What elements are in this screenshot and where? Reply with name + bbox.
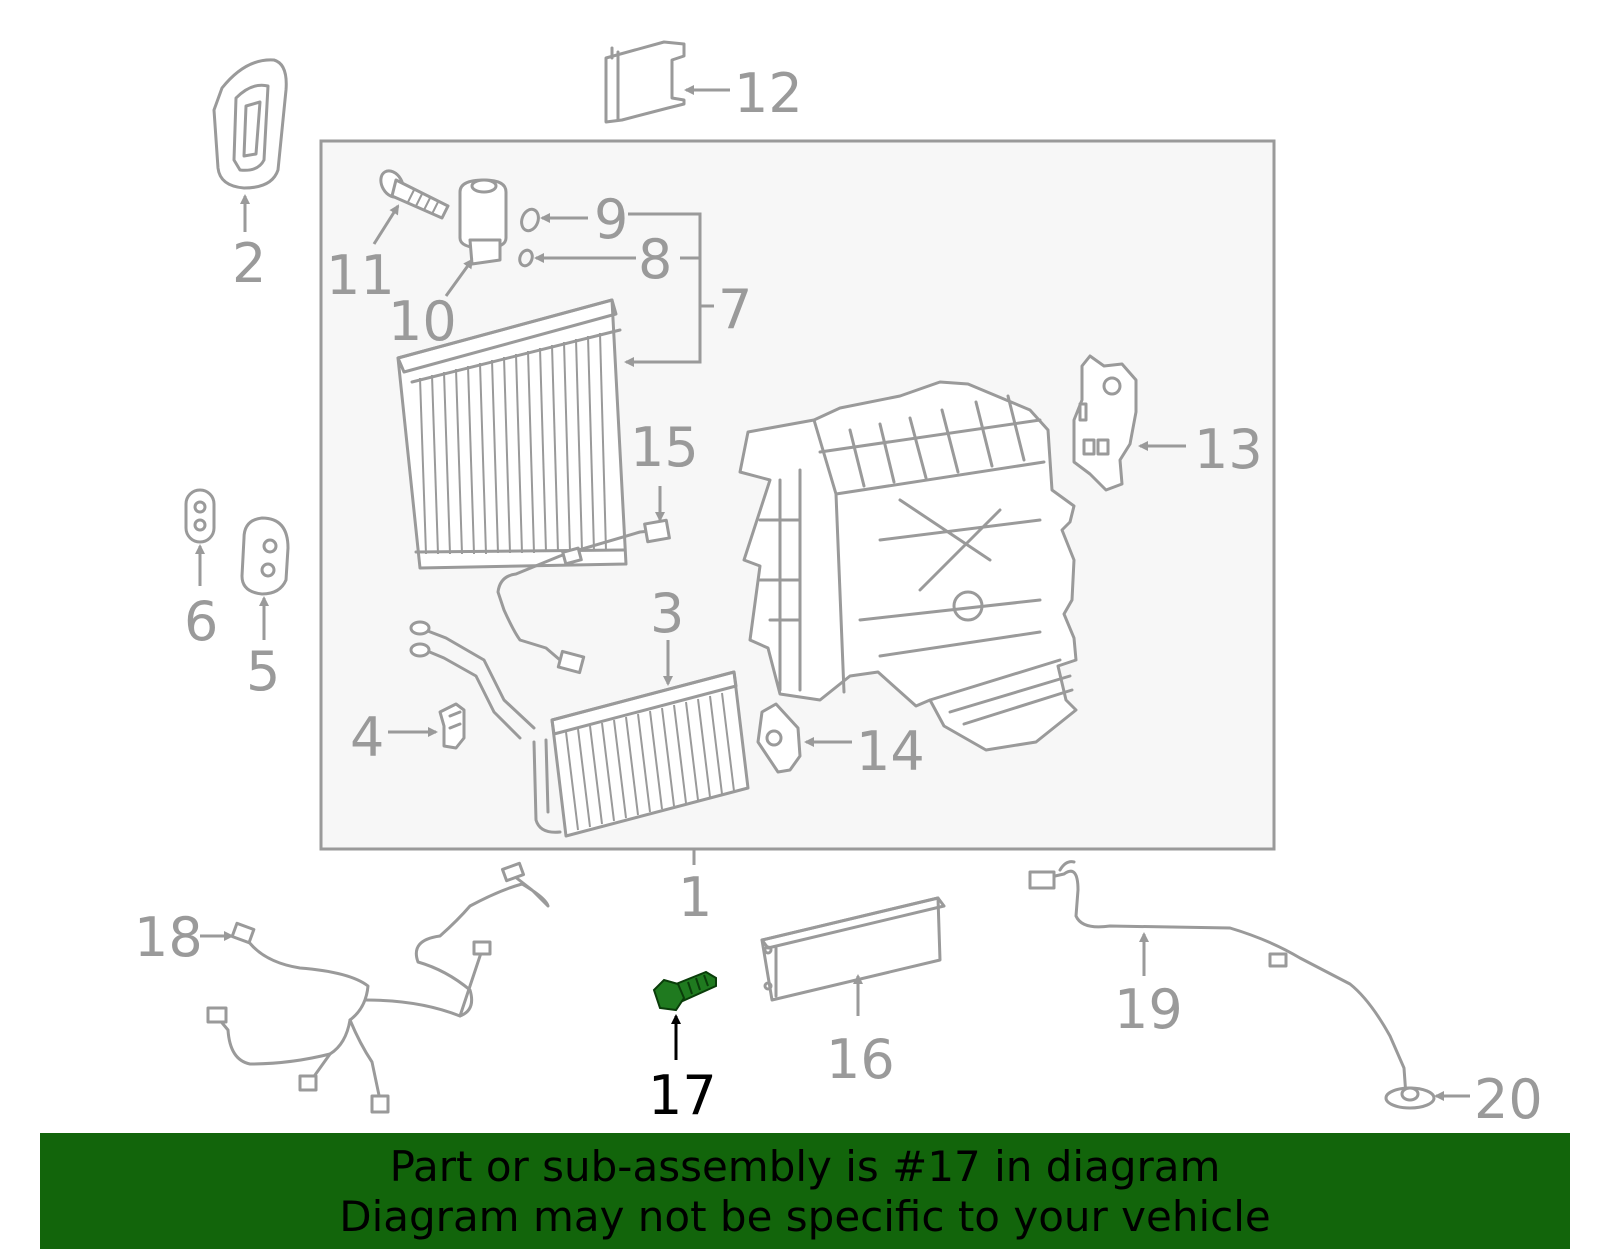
banner-line-1: Part or sub-assembly is #17 in diagram [389,1142,1221,1191]
callout-12: 12 [734,62,803,125]
callout-7: 7 [718,278,752,341]
info-banner: Part or sub-assembly is #17 in diagram D… [40,1133,1570,1249]
callout-11: 11 [326,244,395,307]
part-2-grommet-seal[interactable] [212,58,288,190]
callout-17: 17 [648,1064,717,1127]
part-19-drain-hose[interactable] [1028,860,1408,1098]
callout-4: 4 [350,706,384,769]
callout-13: 13 [1194,418,1263,481]
callout-11-leader [372,204,400,245]
banner-line-2: Diagram may not be specific to your vehi… [339,1192,1271,1241]
part-17-bolt[interactable] [652,970,717,1012]
callout-16: 16 [826,1028,895,1091]
callout-2: 2 [232,232,266,295]
part-20-grommet[interactable] [1384,1086,1436,1110]
part-8-o-ring[interactable] [518,248,535,268]
callout-20: 20 [1474,1068,1543,1131]
callout-18: 18 [134,906,203,969]
callout-6: 6 [184,590,218,653]
callout-14: 14 [856,720,925,783]
part-18-wiring-harness[interactable] [206,861,550,1114]
part-4-clamp[interactable] [438,702,466,750]
part-7-evaporator-core[interactable] [396,298,628,570]
part-10-expansion-valve[interactable] [458,178,508,266]
part-16-air-filter[interactable] [760,896,946,1002]
part-11-bolt[interactable] [376,167,450,220]
callout-10-leader [444,258,474,297]
callout-8: 8 [638,228,672,291]
part-6-grommet[interactable] [184,488,216,544]
callout-7-bracket [626,212,702,364]
part-5-grommet[interactable] [240,516,290,596]
part-15-sensor-wire[interactable] [496,518,671,675]
callout-19: 19 [1114,978,1183,1041]
callout-15: 15 [630,416,699,479]
part-13-bracket[interactable] [1072,354,1138,492]
callout-10: 10 [388,290,457,353]
part-3-heater-core[interactable] [409,620,750,838]
callout-5: 5 [246,640,280,703]
callout-9: 9 [594,188,628,251]
part-14-bracket[interactable] [756,702,802,774]
hvac-case-housing[interactable] [738,380,1078,752]
part-9-o-ring[interactable] [519,207,542,233]
callout-3: 3 [650,582,684,645]
callout-1: 1 [678,866,712,929]
part-12-control-module[interactable] [604,40,686,124]
